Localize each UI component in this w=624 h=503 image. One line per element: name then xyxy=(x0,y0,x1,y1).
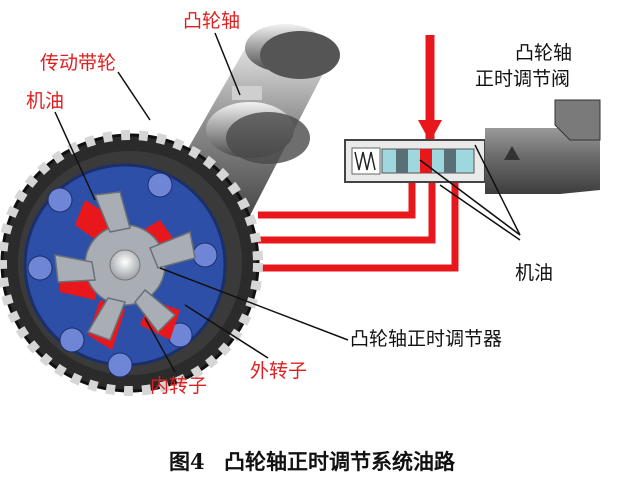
label-valve-line1: 凸轮轴 xyxy=(515,42,573,64)
label-oil-right: 机油 xyxy=(515,262,554,284)
label-adjuster: 凸轮轴正时调节器 xyxy=(350,328,503,350)
rotor-hub xyxy=(109,249,141,281)
label-inner-rotor: 内转子 xyxy=(150,375,208,397)
label-drive-pulley: 传动带轮 xyxy=(40,52,117,74)
label-camshaft: 凸轮轴 xyxy=(183,10,241,32)
label-oil-left: 机油 xyxy=(26,90,65,112)
figure-caption: 图4 凸轮轴正时调节系统油路 xyxy=(0,446,624,476)
figure-title: 凸轮轴正时调节系统油路 xyxy=(223,449,455,474)
figure-number: 图4 xyxy=(169,449,205,474)
timing-control-valve xyxy=(344,99,601,194)
inner-rotor xyxy=(54,191,196,341)
label-outer-rotor: 外转子 xyxy=(250,360,308,382)
oil-flow-arrow xyxy=(418,120,442,142)
leader-lines xyxy=(54,32,521,373)
label-valve-line2: 正时调节阀 xyxy=(475,68,571,90)
